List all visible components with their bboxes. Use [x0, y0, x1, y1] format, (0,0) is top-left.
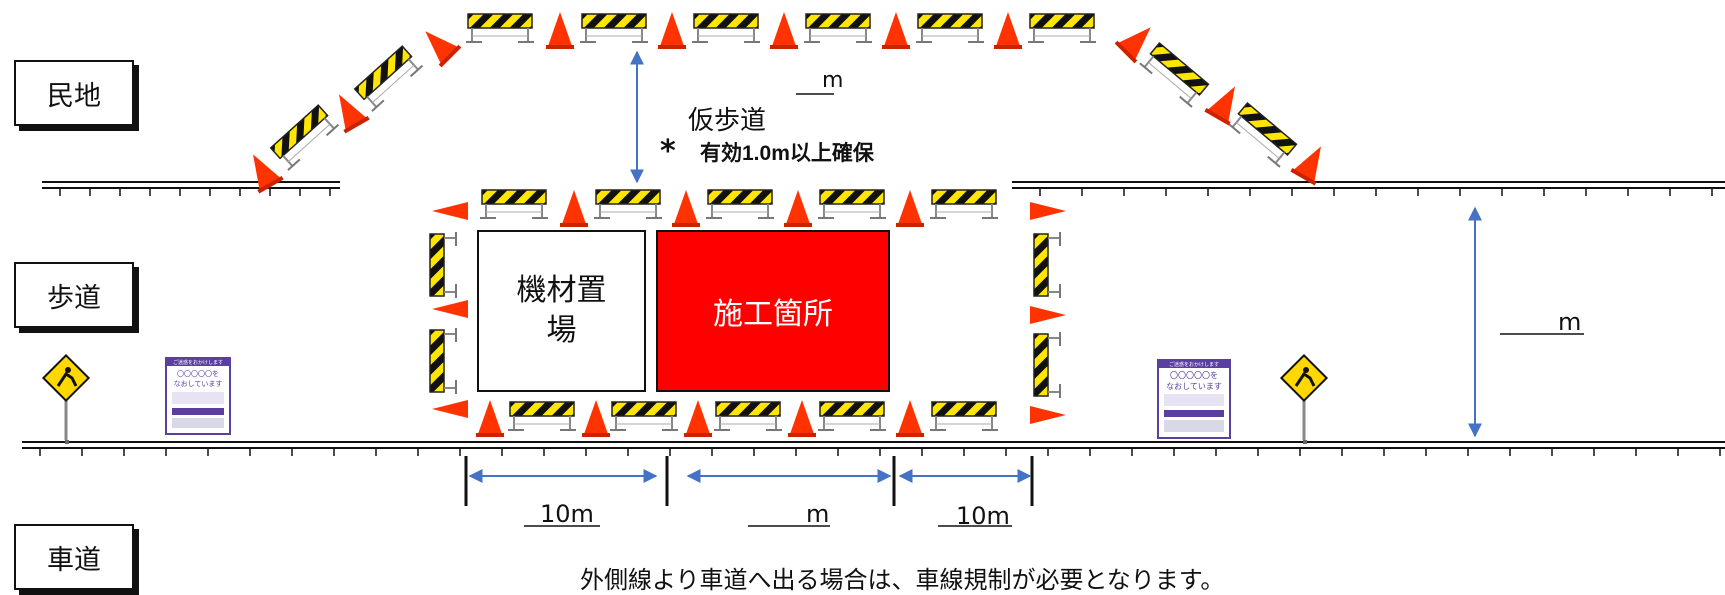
enclosure-barrier-left [429, 202, 468, 418]
walkway-width-unit: m [822, 68, 844, 93]
enclosure-barrier-right [1030, 202, 1066, 424]
curb-line-lower [22, 441, 1725, 449]
curb-line-upper-left [42, 181, 340, 189]
enclosure-barrier-row-top [479, 189, 999, 227]
curb-ticks [39, 188, 1721, 456]
footer-note: 外側線より車道へ出る場合は、車線規制が必要となります。 [580, 566, 1225, 594]
board-line-3: なおしています [174, 380, 223, 388]
warning-sign-right-icon [1279, 353, 1329, 444]
zone-label-roadway: 車道 [14, 524, 134, 590]
curb-line-upper-right [1012, 181, 1725, 189]
material-storage-area: 機材置 場 [477, 230, 646, 392]
walkway-barrier-diagonal-left [240, 21, 462, 194]
walkway-note-mark: * [660, 134, 676, 169]
dimension-center-unit: m [806, 500, 830, 528]
board-line-3: なおしています [1166, 382, 1222, 391]
dimension-left-label: 10m [540, 500, 594, 528]
sidewalk-width-unit: m [1558, 308, 1582, 336]
zone-label-sidewalk: 歩道 [14, 262, 134, 328]
dimension-ticks [464, 456, 1034, 506]
board-line-1: ご迷惑をおかけします [1169, 361, 1219, 368]
zone-label-private-land: 民地 [14, 60, 134, 126]
board-line-2: 〇〇〇〇〇を [177, 370, 219, 378]
walkway-note: 有効1.0m以上確保 [700, 142, 874, 165]
dimension-right-label: 10m [956, 502, 1010, 530]
notice-board-right: ご迷惑をおかけします 〇〇〇〇〇を なおしています [1157, 359, 1231, 439]
walkway-label: 仮歩道 [688, 106, 767, 136]
zone-label-text: 歩道 [47, 282, 101, 314]
enclosure-barrier-row-bottom [476, 400, 999, 437]
dimension-underlines [524, 93, 1584, 527]
work-site-area: 施工箇所 [656, 230, 890, 392]
zone-label-text: 車道 [47, 544, 101, 576]
walkway-barrier-row-top [465, 12, 1097, 49]
zone-label-text: 民地 [47, 80, 101, 112]
walkway-barrier-diagonal-right [1114, 17, 1334, 186]
board-line-1: ご迷惑をおかけします [173, 359, 223, 366]
board-line-2: 〇〇〇〇〇を [1170, 371, 1218, 380]
warning-sign-left-icon [41, 353, 91, 444]
notice-board-left: ご迷惑をおかけします 〇〇〇〇〇を なおしています [165, 357, 231, 435]
